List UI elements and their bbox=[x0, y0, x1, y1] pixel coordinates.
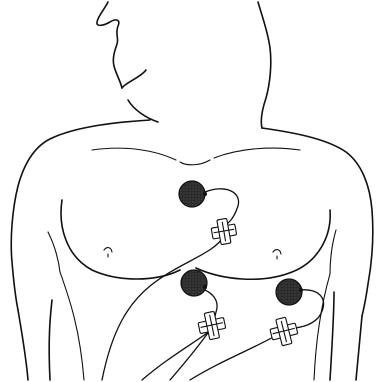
neck-back bbox=[258, 2, 271, 128]
electrode-pad-icon bbox=[276, 279, 303, 305]
left-flank bbox=[60, 272, 84, 380]
right-clavicle bbox=[214, 148, 300, 158]
right-arm-outer bbox=[356, 316, 362, 380]
chin-jaw bbox=[122, 70, 146, 88]
tape-strip-icon bbox=[210, 217, 238, 246]
right-nipple bbox=[273, 250, 281, 259]
axilla-left bbox=[48, 232, 60, 272]
left-arm-outer bbox=[18, 310, 28, 380]
left-clavicle bbox=[92, 148, 176, 160]
neck-front bbox=[128, 100, 158, 122]
left-pectoral bbox=[61, 200, 180, 279]
left-arm-inner bbox=[49, 300, 52, 380]
tape-strip-icon bbox=[268, 315, 300, 347]
sternal-notch bbox=[180, 160, 210, 165]
axilla-right bbox=[330, 230, 336, 274]
face-profile bbox=[97, 2, 122, 88]
left-nipple bbox=[104, 248, 112, 257]
lead-wire-upper-down bbox=[102, 236, 224, 380]
electrode-pad-icon bbox=[179, 181, 207, 207]
right-flank bbox=[314, 274, 330, 380]
electrode-pad-icon bbox=[181, 270, 207, 296]
right-arm-inner bbox=[330, 292, 334, 380]
lead-wire-left-abdomen bbox=[142, 288, 217, 380]
